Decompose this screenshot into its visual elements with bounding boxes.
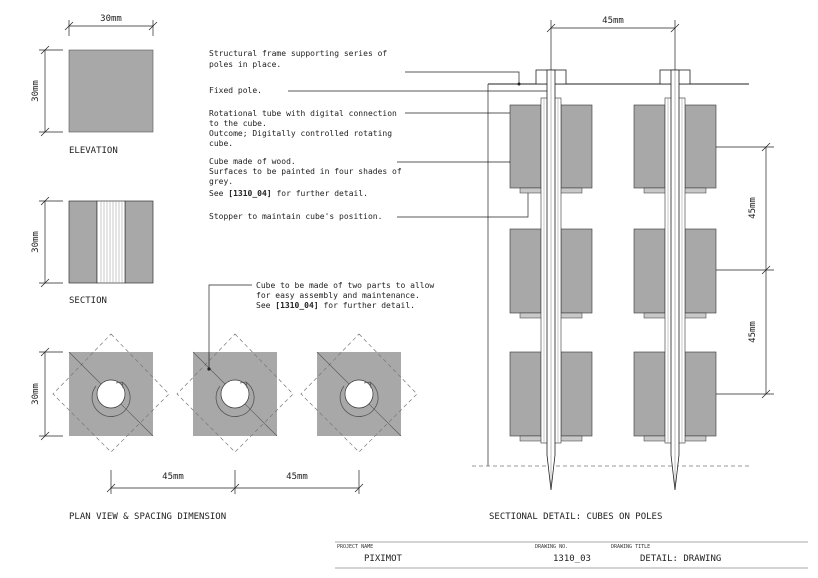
section-right-half — [124, 200, 154, 284]
section-label: SECTION — [69, 296, 107, 306]
plan-cube-1 — [52, 333, 170, 453]
notes: Structural frame supporting series of po… — [209, 49, 552, 221]
cube-1-1 — [509, 104, 593, 194]
plan-height-dim: 30mm — [31, 383, 41, 405]
cube-note-line-1: Cube made of wood. — [209, 157, 296, 166]
frame-note-line-1: Structural frame supporting series of — [209, 49, 387, 58]
drawing-no-label: DRAWING NO. — [535, 544, 568, 550]
section-tube — [96, 200, 126, 284]
cube-note-line-2: Surfaces to be painted in four shades of — [209, 167, 402, 176]
cube-1-3 — [509, 351, 593, 442]
plan-spacing-dim-1: 45mm — [162, 472, 184, 482]
project-name: PIXIMOT — [364, 554, 403, 564]
cube-1-2 — [509, 228, 593, 319]
section-height-dim: 30mm — [31, 231, 41, 253]
stopper-note: Stopper to maintain cube's position. — [209, 212, 382, 221]
drawing-title-label: DRAWING TITLE — [611, 544, 650, 550]
drawing-no: 1310_03 — [553, 554, 591, 564]
pole-assembly-1 — [509, 69, 593, 491]
section-left-half — [68, 200, 98, 284]
elevation-label: ELEVATION — [69, 146, 118, 156]
plan-label: PLAN VIEW & SPACING DIMENSION — [69, 512, 226, 522]
plan-view: 30mm 45mm 45mm PLAN VIEW & SPACING DIMEN… — [31, 333, 418, 522]
elevation-view: 30mm 30mm ELEVATION — [31, 14, 158, 156]
tube-note-line-4: cube. — [209, 139, 233, 148]
project-name-label: PROJECT NAME — [337, 544, 373, 550]
pole-note: Fixed pole. — [209, 86, 262, 95]
tube-note-line-2: to the cube. — [209, 119, 267, 128]
tube-note-line-1: Rotational tube with digital connection — [209, 109, 397, 118]
elev-height-dim: 30mm — [31, 80, 41, 102]
sectional-label: SECTIONAL DETAIL: CUBES ON POLES — [489, 512, 662, 522]
elevation-cube — [68, 49, 154, 133]
pole-spacing-dim: 45mm — [602, 16, 624, 26]
frame-note-line-2: poles in place. — [209, 60, 281, 69]
two-parts-note-line-1: Cube to be made of two parts to allow — [256, 281, 434, 290]
title-block: PROJECT NAME PIXIMOT DRAWING NO. 1310_03… — [335, 541, 808, 569]
two-parts-callout: Cube to be made of two parts to allow fo… — [207, 281, 434, 371]
plan-cube-2 — [176, 333, 294, 453]
pole-assembly-2 — [633, 69, 717, 491]
two-parts-note-ref: See [1310_04] for further detail. — [256, 301, 415, 310]
section-view: 30mm SECTION — [31, 196, 154, 306]
tube-note-line-3: Outcome; Digitally controlled rotating — [209, 129, 392, 138]
cube-note-line-3: grey. — [209, 177, 233, 186]
vertical-spacing-dim-2: 45mm — [748, 321, 758, 343]
elev-width-dim: 30mm — [100, 14, 122, 24]
plan-cube-3 — [300, 333, 418, 453]
sectional-detail: 45mm — [472, 16, 774, 522]
vertical-spacing-dim-1: 45mm — [748, 197, 758, 219]
cube-note-ref: See [1310_04] for further detail. — [209, 189, 368, 198]
cube-2-3 — [633, 351, 717, 442]
plan-spacing-dim-2: 45mm — [286, 472, 308, 482]
drawing-title: DETAIL: DRAWING — [640, 554, 721, 564]
two-parts-note-line-2: for easy assembly and maintenance. — [256, 291, 420, 300]
